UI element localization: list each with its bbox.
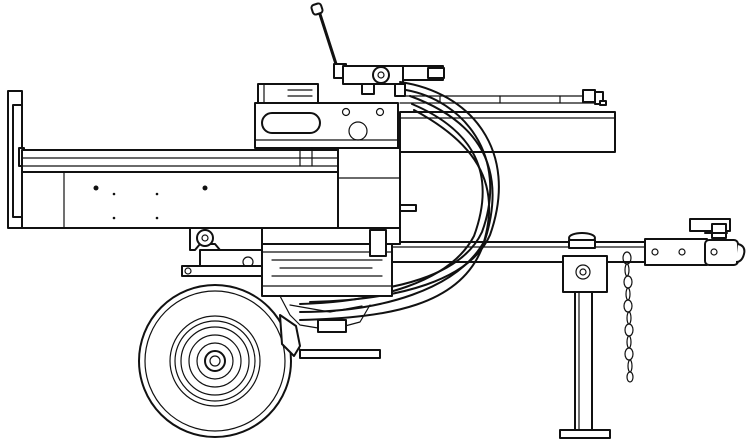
hitch-coupler	[689, 218, 746, 266]
log-cradle	[399, 89, 616, 153]
hydraulic-cylinder-housing	[254, 83, 417, 229]
safety-chain	[622, 251, 634, 383]
main-beam	[21, 149, 339, 229]
jack-stand	[559, 232, 611, 439]
wheel	[138, 284, 301, 438]
control-valve-lever	[310, 2, 445, 97]
engine-pump-assembly	[181, 227, 401, 359]
